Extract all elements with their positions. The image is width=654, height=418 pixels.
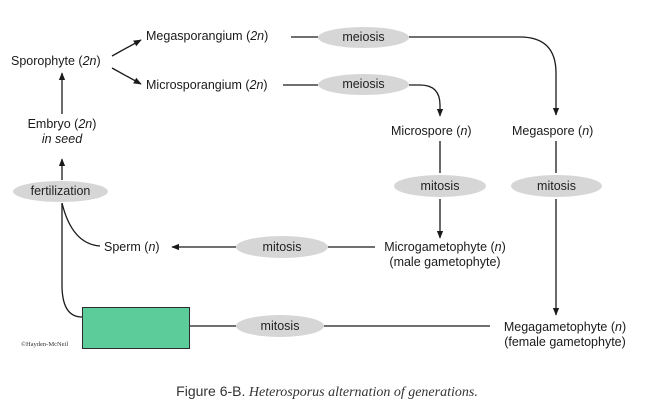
green-box xyxy=(82,307,190,349)
process-meiosis-micro: meiosis xyxy=(318,74,409,95)
node-sporophyte: Sporophyte (2n) xyxy=(11,54,101,68)
caption-label: Figure 6-B. xyxy=(176,383,246,399)
arrow-to-megasporangium xyxy=(111,39,142,57)
credit-text: ©Hayden-McNeil xyxy=(21,341,69,348)
process-meiosis-mega: meiosis xyxy=(318,27,409,48)
node-megasporangium: Megasporangium (2n) xyxy=(146,29,269,43)
microgametophyte-note: (male gametophyte) xyxy=(389,255,501,269)
process-mitosis-micro: mitosis xyxy=(394,175,486,197)
process-fertilization: fertilization xyxy=(13,181,108,202)
node-microspore: Microspore (n) xyxy=(391,124,472,138)
figure-caption: Figure 6-B. Heterosporus alternation of … xyxy=(0,383,654,401)
embryo-note: in seed xyxy=(41,132,83,146)
process-mitosis-sperm: mitosis xyxy=(236,236,328,258)
node-megaspore: Megaspore (n) xyxy=(512,124,594,138)
arrow-to-microspore xyxy=(409,84,444,117)
arrow-to-microsporangium xyxy=(111,67,142,85)
process-mitosis-bottom: mitosis xyxy=(236,315,324,337)
node-megagametophyte: Megagametophyte (n) (female gametophyte) xyxy=(492,320,638,350)
line-box-fertilization xyxy=(61,203,83,318)
line-sperm-fertilization xyxy=(61,202,101,247)
node-microgametophyte: Microgametophyte (n) (male gametophyte) xyxy=(375,240,515,270)
arrow-to-megaspore xyxy=(409,36,560,116)
megagametophyte-note: (female gametophyte) xyxy=(504,335,626,349)
process-mitosis-mega: mitosis xyxy=(511,175,602,197)
caption-text: Heterosporus alternation of generations. xyxy=(248,385,478,400)
node-embryo: Embryo (2n) in seed xyxy=(12,117,112,147)
node-microsporangium: Microsporangium (2n) xyxy=(146,78,268,92)
node-sperm: Sperm (n) xyxy=(104,240,160,254)
